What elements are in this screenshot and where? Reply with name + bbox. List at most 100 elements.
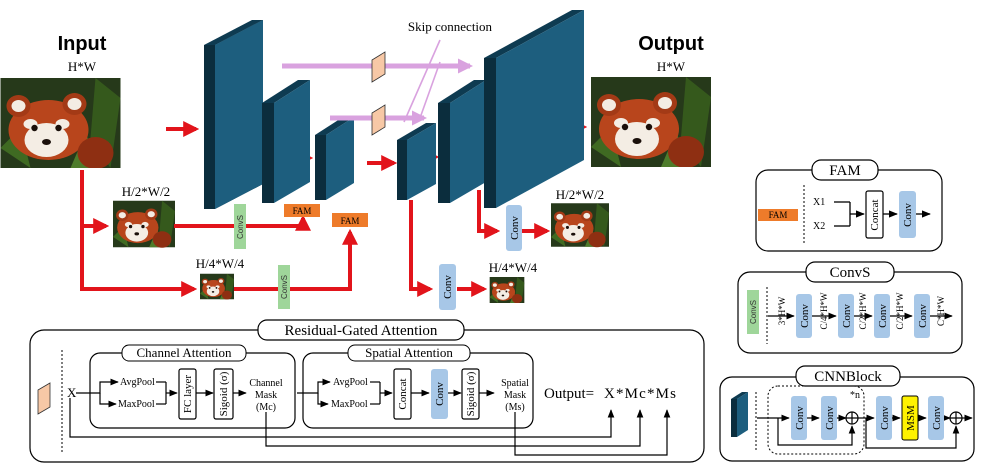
skip-rga-icon bbox=[371, 51, 386, 83]
half-size-label: H/2*W/2 bbox=[122, 184, 170, 199]
output-size-label: H*W bbox=[657, 59, 686, 74]
output-equation-label: Output= bbox=[544, 386, 594, 402]
fc-layer-box bbox=[178, 368, 197, 420]
input-title: Input bbox=[58, 33, 107, 55]
cnnblock-repeat-box bbox=[767, 385, 865, 455]
convs-tag-label: ConvS bbox=[749, 300, 758, 324]
convs-dim-label: C/2*H*W bbox=[858, 292, 868, 330]
sigmoid-label: Sigoid (σ) bbox=[218, 371, 230, 416]
cnnblock-conv-label: Conv bbox=[931, 406, 943, 430]
cnnblock-conv-box bbox=[821, 396, 837, 440]
skip-rga-icon bbox=[371, 104, 386, 136]
convs-conv-label: Conv bbox=[917, 304, 929, 328]
fam-x2-label: X2 bbox=[813, 221, 825, 232]
concat-box bbox=[393, 368, 412, 420]
cnnblock-conv-box bbox=[791, 396, 807, 440]
avgpool-label: AvgPool bbox=[333, 377, 368, 388]
quarter-size-label: H/4*W/4 bbox=[196, 256, 245, 271]
maxpool-label: MaxPool bbox=[118, 399, 155, 410]
spatial-attention-title: Spatial Attention bbox=[365, 345, 453, 360]
fam-tag bbox=[758, 209, 798, 221]
msm-box bbox=[901, 395, 919, 441]
cnnblock-conv-box bbox=[876, 396, 892, 440]
output-quarter-size-label: H/4*W/4 bbox=[489, 260, 538, 275]
convs-dim-label: 3*H*W bbox=[777, 296, 787, 325]
convs-dim-label: C/4*H*W bbox=[819, 292, 829, 330]
channel-mask-label: Mask bbox=[255, 390, 277, 401]
convs-panel-title: ConvS bbox=[830, 265, 871, 281]
skip-connection-label: Skip connection bbox=[408, 19, 493, 34]
cnnblock-panel-title: CNNBlock bbox=[814, 369, 882, 385]
encoder-block-1 bbox=[204, 20, 263, 209]
conv-box bbox=[431, 369, 448, 419]
red-panda-image bbox=[591, 77, 711, 167]
decoder-block-1 bbox=[397, 123, 436, 200]
spatial-mask-label: Spatial bbox=[501, 378, 529, 389]
convs-dim-label: C*H*W bbox=[936, 295, 946, 326]
fam-conv-label: Conv bbox=[902, 203, 914, 227]
encoder-block-2 bbox=[262, 80, 310, 203]
red-panda-image bbox=[551, 203, 609, 248]
convs-dim-label: C/2*H*W bbox=[895, 292, 905, 330]
fam-tag bbox=[332, 213, 368, 227]
convs-conv-box bbox=[838, 294, 854, 338]
cnnblock-conv-box bbox=[928, 396, 944, 440]
cnnblock-repeat-label: *n bbox=[850, 390, 860, 401]
cnnblock-conv-label: Conv bbox=[879, 406, 891, 430]
convs-conv-label: Conv bbox=[799, 304, 811, 328]
spatial-attention-box bbox=[302, 352, 534, 429]
convs-conv-label: Conv bbox=[841, 304, 853, 328]
output-conv-box bbox=[506, 205, 522, 251]
cnnblock-conv-label: Conv bbox=[794, 406, 806, 430]
output-title: Output bbox=[638, 33, 704, 55]
channel-mask-label: (Mc) bbox=[256, 402, 276, 413]
red-panda-image bbox=[200, 273, 234, 300]
convs-conv-box bbox=[914, 294, 930, 338]
decoder-block-3 bbox=[484, 10, 584, 208]
red-panda-image bbox=[489, 277, 525, 303]
fam-panel-title: FAM bbox=[829, 163, 860, 179]
fam-x1-label: X1 bbox=[813, 197, 825, 208]
red-panda-image bbox=[0, 78, 121, 168]
msm-label: MSM bbox=[905, 405, 917, 431]
fam-tag bbox=[284, 204, 320, 217]
convs-tag-label: ConvS bbox=[236, 215, 245, 239]
fc-layer-label: FC layer bbox=[182, 375, 194, 414]
convs-conv-box bbox=[874, 294, 890, 338]
concat-label: Concat bbox=[397, 378, 409, 409]
sigmoid-label: Sigoid (σ) bbox=[465, 371, 477, 416]
fam-tag-label: FAM bbox=[341, 216, 360, 226]
convs-conv-box bbox=[796, 294, 812, 338]
conv-label: Conv bbox=[434, 382, 446, 406]
convs-tag bbox=[747, 290, 759, 334]
cnnblock-block-icon bbox=[731, 392, 748, 437]
sigmoid-box bbox=[213, 368, 234, 420]
output-equation-terms: X*Mc*Ms bbox=[604, 386, 676, 402]
fam-tag-label: FAM bbox=[769, 210, 788, 220]
fam-conv-box bbox=[899, 191, 916, 238]
encoder-block-3 bbox=[315, 117, 354, 200]
rga-input-icon bbox=[37, 382, 51, 415]
maxpool-label: MaxPool bbox=[331, 399, 368, 410]
output-conv-box bbox=[439, 264, 456, 310]
fam-concat-box bbox=[865, 190, 884, 239]
sigmoid-box bbox=[461, 368, 480, 420]
fam-concat-label: Concat bbox=[869, 199, 881, 230]
channel-mask-label: Channel bbox=[249, 378, 283, 389]
conv-label: Conv bbox=[442, 275, 454, 299]
avgpool-label: AvgPool bbox=[120, 377, 155, 388]
spatial-mask-label: Mask bbox=[504, 390, 526, 401]
conv-label: Conv bbox=[509, 216, 521, 240]
convs-conv-label: Conv bbox=[877, 304, 889, 328]
output-half-size-label: H/2*W/2 bbox=[556, 187, 604, 202]
decoder-block-2 bbox=[438, 80, 486, 203]
fam-tag-label: FAM bbox=[293, 206, 312, 216]
convs-tag bbox=[278, 265, 290, 309]
convs-tag-label: ConvS bbox=[280, 275, 289, 299]
channel-attention-title: Channel Attention bbox=[137, 345, 232, 360]
convs-tag bbox=[234, 204, 246, 249]
cnnblock-conv-label: Conv bbox=[824, 406, 836, 430]
spatial-mask-label: (Ms) bbox=[505, 402, 524, 413]
input-size-label: H*W bbox=[68, 59, 97, 74]
